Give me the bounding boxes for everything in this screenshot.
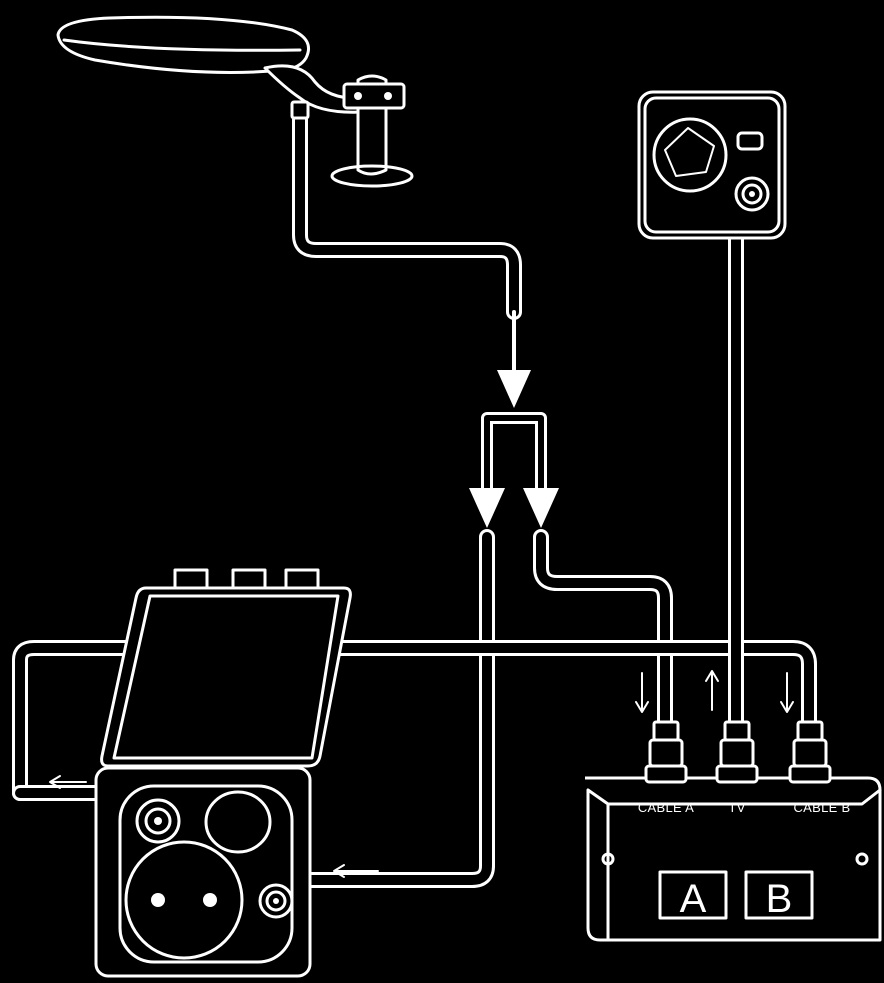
cable-tv-loop <box>12 640 817 801</box>
arrow-down-icon <box>469 488 505 528</box>
wall-socket <box>94 568 352 978</box>
f-connectors <box>644 720 832 784</box>
satellite-receiver <box>637 90 787 240</box>
arrow-down-icon <box>635 672 649 713</box>
arrow-left-icon <box>49 775 87 789</box>
button-b <box>744 870 814 920</box>
button-a-label: A <box>680 877 707 921</box>
splitter-arrows <box>469 310 559 528</box>
button-a <box>658 870 728 920</box>
port-label-cable-a: CABLE A <box>638 800 694 815</box>
arrow-down-icon <box>497 370 531 408</box>
arrow-left-icon <box>333 864 379 878</box>
arrow-up-icon <box>705 670 719 711</box>
port-label-cable-b: CABLE B <box>793 800 850 815</box>
cable-splitter-right-to-cable-a <box>533 529 673 730</box>
arrow-down-icon <box>780 672 794 713</box>
arrow-down-icon <box>523 488 559 528</box>
flow-arrows <box>49 670 794 878</box>
cable-splitter-left-to-wall-socket <box>298 529 495 888</box>
cable-dish-to-splitter <box>292 112 522 320</box>
switch-box <box>585 776 882 942</box>
button-b-label: B <box>766 877 793 921</box>
satellite-dish <box>56 15 414 188</box>
port-label-tv: TV <box>728 800 745 815</box>
